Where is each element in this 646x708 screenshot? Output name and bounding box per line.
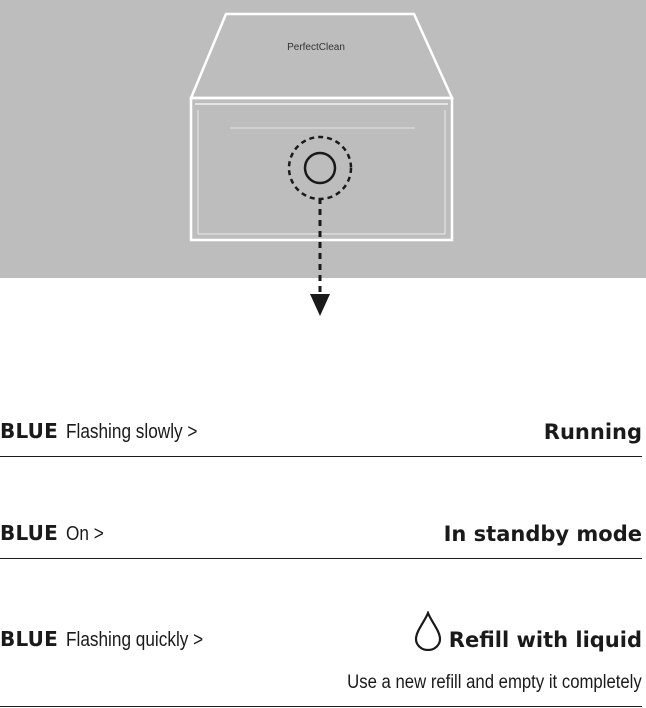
appliance-drawer	[189, 96, 454, 242]
light-color-label: BLUE	[0, 521, 58, 545]
light-color-label: BLUE	[0, 419, 58, 443]
light-condition-label: On >	[65, 523, 104, 545]
status-label: Refill with liquid	[448, 628, 642, 652]
status-row-standby: BLUE On > In standby mode	[0, 500, 642, 559]
light-condition-label: Flashing quickly >	[65, 629, 204, 651]
indicator-highlight-ring	[287, 135, 353, 201]
drop-icon	[414, 611, 441, 651]
status-row-refill: BLUE Flashing quickly > Refill with liqu…	[0, 590, 642, 707]
status-row-running: BLUE Flashing slowly > Running	[0, 400, 642, 457]
pointer-arrow	[310, 198, 330, 316]
light-condition-label: Flashing slowly >	[65, 421, 198, 443]
light-color-label: BLUE	[0, 627, 58, 651]
indicator-light	[303, 151, 337, 185]
status-label: Running	[543, 420, 642, 444]
appliance-lid	[189, 12, 454, 100]
refill-instruction: Use a new refill and empty it completely	[347, 672, 642, 693]
device-illustration: PerfectClean	[0, 0, 646, 278]
status-label: In standby mode	[443, 522, 642, 546]
brand-label: PerfectClean	[287, 42, 345, 53]
